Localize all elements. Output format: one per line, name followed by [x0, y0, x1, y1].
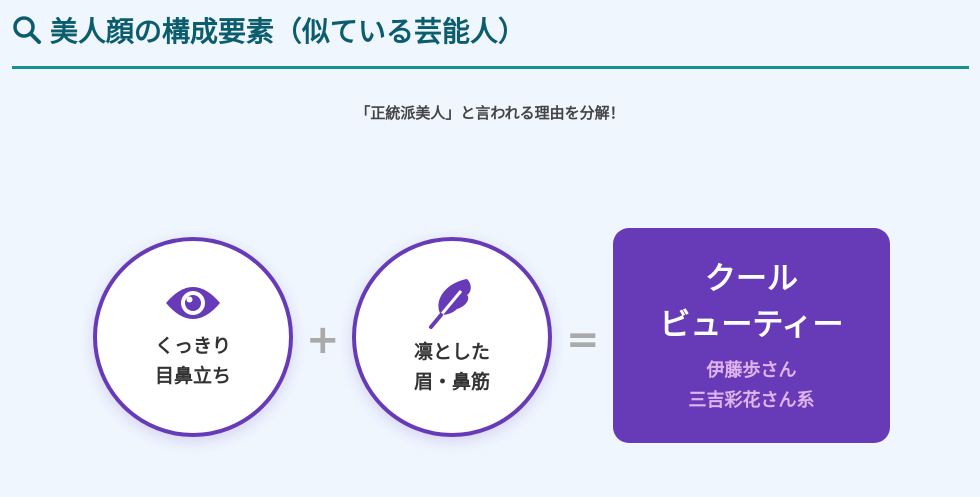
- result-title: クールビューティー: [659, 260, 844, 343]
- element-circle-eyes: くっきり目鼻立ち: [93, 237, 293, 437]
- search-icon: [13, 16, 41, 44]
- element-label: くっきり目鼻立ち: [154, 335, 231, 387]
- result-examples: 伊藤歩さん三吉彩花さん系: [688, 359, 815, 411]
- title-text: 美人顔の構成要素（似ている芸能人）: [50, 15, 527, 48]
- element-label: 凛とした眉・鼻筋: [413, 341, 490, 393]
- eye-icon: [166, 287, 220, 319]
- title-divider: [12, 66, 969, 69]
- equals-sign: =: [566, 317, 600, 363]
- feather-icon: [429, 279, 471, 329]
- plus-sign: +: [306, 317, 340, 363]
- result-box: クールビューティー 伊藤歩さん三吉彩花さん系: [613, 228, 890, 443]
- element-circle-brows: 凛とした眉・鼻筋: [352, 237, 552, 437]
- subtitle: 「正統派美人」と言われる理由を分解！: [355, 104, 625, 122]
- page-title: 美人顔の構成要素（似ている芸能人）: [12, 10, 526, 50]
